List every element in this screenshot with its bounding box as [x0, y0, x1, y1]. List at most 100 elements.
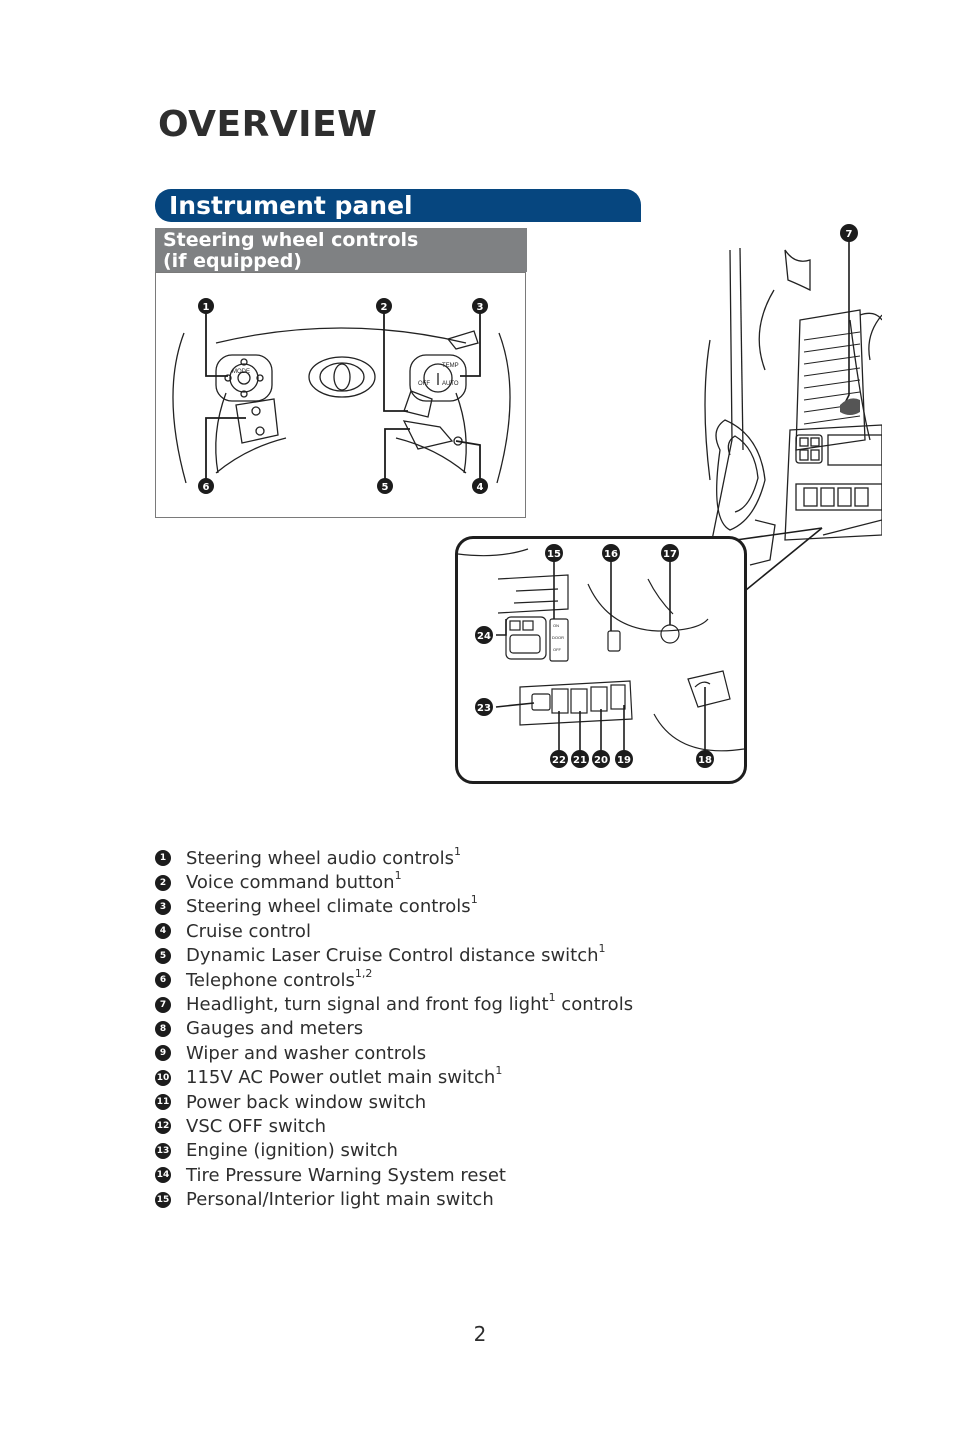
subsection-header: Steering wheel controls (if equipped) — [155, 228, 527, 272]
legend-item: 9 Wiper and washer controls — [155, 1041, 755, 1065]
label-door-on: ON — [553, 623, 559, 628]
callout-24 — [475, 626, 493, 644]
callout-6 — [198, 478, 214, 494]
label-off: OFF — [418, 381, 430, 387]
label-door-off: OFF — [553, 647, 562, 652]
callout-21 — [571, 750, 589, 768]
dashboard-illustration: 7 — [560, 220, 882, 600]
legend-text: Cruise control — [186, 920, 311, 942]
callout-4-label: 4 — [477, 482, 484, 493]
legend-text: Steering wheel audio controls — [186, 847, 454, 869]
callout-2-label: 2 — [381, 302, 388, 313]
callout-6-label: 6 — [203, 482, 210, 493]
callout-21-label: 21 — [573, 755, 587, 766]
callout-22 — [550, 750, 568, 768]
lower-dash-inset: ON DOOR OFF 15 16 17 18 19 — [455, 536, 747, 784]
callout-5-label: 5 — [382, 482, 389, 493]
callout-1 — [198, 298, 214, 314]
legend-text: Wiper and washer controls — [186, 1042, 427, 1064]
legend-number: 8 — [155, 1020, 171, 1037]
callout-20 — [592, 750, 610, 768]
legend-item: 8 Gauges and meters — [155, 1017, 755, 1041]
steering-callouts: 1 2 3 4 5 6 — [198, 298, 488, 494]
section-title: Instrument panel — [169, 191, 413, 220]
callout-7-label: 7 — [846, 229, 853, 240]
label-mode: MODE — [232, 369, 250, 375]
callout-1-label: 1 — [203, 302, 210, 313]
legend-item: 11 Power back window switch — [155, 1090, 755, 1114]
legend-number: 2 — [155, 874, 171, 891]
legend-footnote: 1 — [598, 942, 606, 956]
callout-5 — [377, 478, 393, 494]
callout-15-label: 15 — [547, 549, 561, 560]
callout-18-label: 18 — [698, 755, 712, 766]
callout-16 — [602, 544, 620, 562]
legend-footnote: 1 — [548, 991, 556, 1005]
legend-text: Tire Pressure Warning System reset — [186, 1164, 506, 1186]
callout-24-label: 24 — [477, 631, 491, 642]
subsection-title-line1: Steering wheel controls — [163, 229, 419, 251]
legend-number: 14 — [155, 1167, 171, 1184]
legend-footnote: 1 — [470, 893, 478, 907]
callout-23-label: 23 — [477, 703, 491, 714]
label-door: DOOR — [552, 635, 564, 640]
section-header: Instrument panel — [155, 189, 641, 222]
callout-22-label: 22 — [552, 755, 566, 766]
label-auto: AUTO — [442, 381, 459, 387]
legend-text: Steering wheel climate controls — [186, 896, 471, 918]
legend-item: 12 VSC OFF switch — [155, 1114, 755, 1138]
page-number: 2 — [473, 1322, 487, 1346]
callout-3-label: 3 — [477, 302, 484, 313]
legend-footnote: 1,2 — [354, 966, 373, 980]
legend-text: Dynamic Laser Cruise Control distance sw… — [186, 945, 599, 967]
steering-wheel-illustration: MODE TEMP OFF AUTO 1 2 3 4 5 6 — [172, 298, 511, 494]
legend-number: 15 — [155, 1191, 171, 1208]
legend-number: 3 — [155, 898, 171, 915]
label-temp: TEMP — [442, 363, 459, 369]
steering-wheel-diagram: MODE TEMP OFF AUTO 1 2 3 4 5 6 — [155, 272, 526, 518]
legend-text: Telephone controls — [186, 969, 355, 991]
legend-text-after: controls — [555, 994, 634, 1016]
callout-15 — [545, 544, 563, 562]
legend-text: Engine (ignition) switch — [186, 1140, 398, 1162]
legend-text: Power back window switch — [186, 1091, 427, 1113]
callout-20-label: 20 — [594, 755, 608, 766]
legend-footnote: 1 — [453, 844, 461, 858]
legend-item: 14 Tire Pressure Warning System reset — [155, 1163, 755, 1187]
legend-number: 10 — [155, 1069, 171, 1086]
callout-7 — [840, 224, 858, 242]
inset-callouts: 15 16 17 18 19 20 21 22 23 24 — [475, 544, 714, 768]
legend-text: VSC OFF switch — [186, 1115, 327, 1137]
callout-17 — [661, 544, 679, 562]
callout-2 — [376, 298, 392, 314]
legend-number: 7 — [155, 996, 171, 1013]
page-title: OVERVIEW — [158, 104, 378, 145]
legend-number: 11 — [155, 1094, 171, 1111]
legend-number: 6 — [155, 972, 171, 989]
callout-16-label: 16 — [604, 549, 618, 560]
legend-number: 9 — [155, 1045, 171, 1062]
callout-23 — [475, 698, 493, 716]
callout-4 — [472, 478, 488, 494]
legend-text: Headlight, turn signal and front fog lig… — [186, 994, 549, 1016]
legend-number: 12 — [155, 1118, 171, 1135]
legend-footnote: 1 — [495, 1064, 503, 1078]
legend-text: Gauges and meters — [186, 1018, 364, 1040]
legend-number: 1 — [155, 850, 171, 867]
legend-item: 7 Headlight, turn signal and front fog li… — [155, 991, 755, 1016]
callout-19 — [615, 750, 633, 768]
callout-18 — [696, 750, 714, 768]
legend-item: 4 Cruise control — [155, 919, 755, 943]
subsection-title-line2: (if equipped) — [163, 250, 302, 272]
legend-text: 115V AC Power outlet main switch — [186, 1067, 496, 1089]
legend-number: 4 — [155, 923, 171, 940]
